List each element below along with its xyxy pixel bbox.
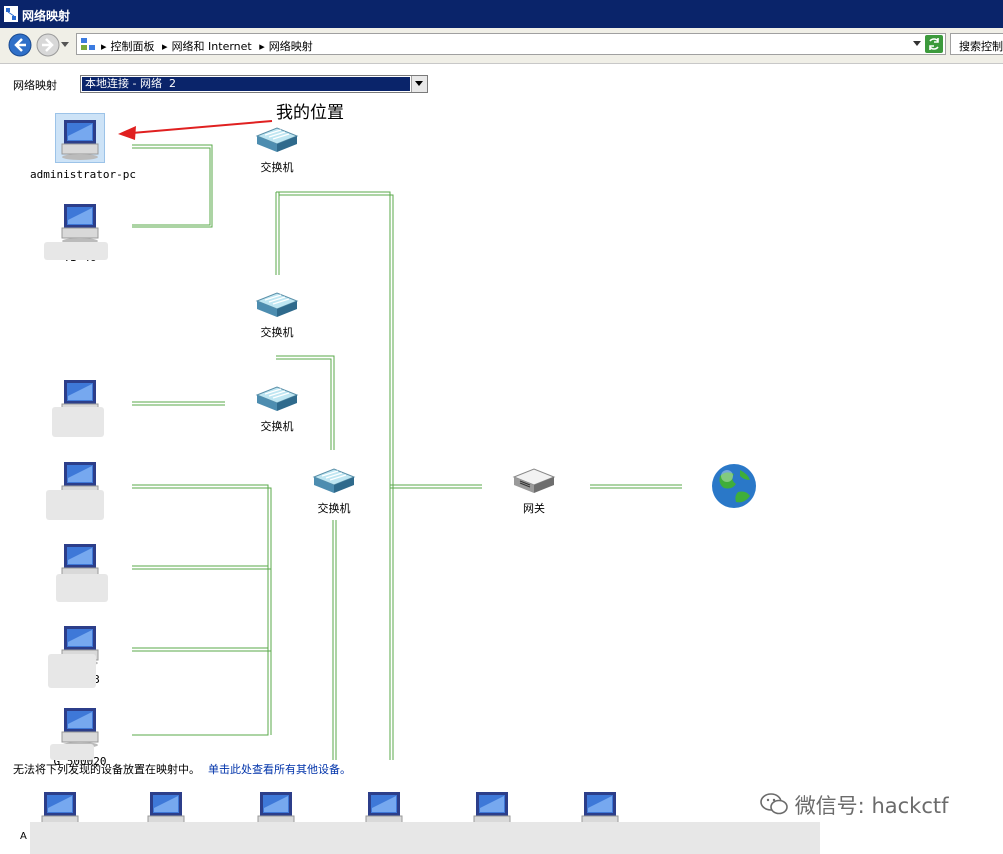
device-my-pc[interactable]: administrator-pc [30,113,136,181]
wechat-icon [760,793,788,815]
computer-icon [41,792,79,827]
unplaced-message-text: 无法将下列发现的设备放置在映射中。 [13,763,200,776]
switch-3[interactable]: 交换机 [247,383,307,434]
breadcrumb-item[interactable]: 控制面板 [110,40,155,53]
computer-icon [147,792,185,827]
unplaced-device-3[interactable] [236,786,316,837]
back-button[interactable] [8,33,32,57]
map-selector-label: 网络映射 [13,79,57,92]
refresh-icon[interactable] [925,35,943,53]
device-label: 交换机 [260,161,294,174]
device-label: 交换机 [260,326,294,339]
unplaced-device-5[interactable] [452,786,532,837]
address-dropdown-icon[interactable] [913,41,921,47]
router-icon [512,468,556,493]
computer-icon [55,113,105,163]
search-input[interactable]: 搜索控制 [950,33,1003,55]
breadcrumb: ▸控制面板 ▸网络和 Internet ▸网络映射 [101,40,313,53]
globe-icon[interactable] [710,462,758,510]
switch-icon [255,127,299,152]
device-label: 交换机 [260,420,294,433]
redaction [46,490,104,520]
computer-icon [365,792,403,827]
device-label: administrator-pc [30,168,136,181]
switch-icon [255,386,299,411]
redaction [44,242,108,260]
redaction [48,654,96,688]
redaction [52,407,104,437]
breadcrumb-item[interactable]: 网络和 Internet [171,40,252,53]
unplaced-device-2[interactable] [126,786,206,837]
network-map-icon [4,6,18,22]
forward-button[interactable] [36,33,60,57]
window-title: 网络映射 [22,9,71,23]
device-label: 网关 [523,502,545,515]
control-panel-icon [81,38,95,50]
unplaced-devices-message: 无法将下列发现的设备放置在映射中。单击此处查看所有其他设备。 [13,761,351,777]
device-label: A [20,831,27,842]
view-all-devices-link[interactable]: 单击此处查看所有其他设备。 [208,763,351,776]
redaction [30,822,820,854]
breadcrumb-item[interactable]: 网络映射 [268,40,313,53]
unplaced-device-6[interactable] [560,786,640,837]
title-bar: 网络映射 [0,0,1003,28]
watermark: 微信号: hackctf [760,790,949,820]
computer-icon [257,792,295,827]
switch-icon [255,292,299,317]
chevron-down-icon[interactable] [411,76,427,92]
computer-icon [61,708,99,748]
redaction [50,744,94,760]
address-bar: ▸控制面板 ▸网络和 Internet ▸网络映射 搜索控制 [0,28,1003,64]
history-dropdown-icon[interactable] [61,42,69,48]
device-label: 交换机 [317,502,351,515]
annotation-my-location: 我的位置 [276,103,344,123]
watermark-text: 微信号: hackctf [794,794,949,818]
unplaced-device-4[interactable] [344,786,424,837]
switch-icon [312,468,356,493]
address-field[interactable]: ▸控制面板 ▸网络和 Internet ▸网络映射 [76,33,946,55]
computer-icon [61,204,99,244]
computer-icon [581,792,619,827]
gateway[interactable]: 网关 [504,465,564,516]
unplaced-device-1[interactable] [20,786,100,837]
switch-2[interactable]: 交换机 [247,289,307,340]
network-select[interactable]: 本地连接 - 网络 2 [80,75,428,93]
switch-1[interactable]: 交换机 [247,124,307,175]
device-pc-7[interactable]: G 500020 [30,702,130,768]
redaction [56,574,108,602]
computer-icon [473,792,511,827]
network-select-value: 本地连接 - 网络 2 [82,77,410,91]
switch-4[interactable]: 交换机 [304,465,364,516]
